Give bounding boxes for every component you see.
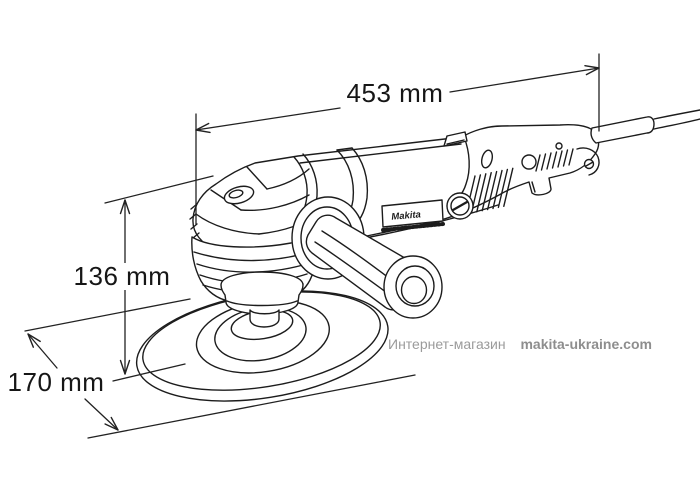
ventilation-slots (465, 167, 514, 215)
hang-hook (480, 149, 494, 169)
brand-label-text: Makita (391, 209, 421, 223)
power-cord (590, 109, 700, 144)
dimension-label-pad-diameter: 170 mm (3, 369, 109, 396)
dimension-label-height: 136 mm (68, 263, 176, 290)
extension-line-diameter-bottom (87, 374, 416, 439)
spindle-lock-knob (223, 185, 255, 205)
dimension-lines (24, 53, 600, 439)
brand-label-plate: Makita (381, 199, 445, 232)
lock-button (521, 154, 537, 170)
watermark-store-text: Интернет-магазин (388, 336, 506, 352)
grip-serrations (535, 148, 574, 172)
side-handle (291, 147, 443, 319)
watermark: Интернет-магазин makita-ukraine.com (388, 336, 652, 352)
spindle-flange (220, 271, 304, 328)
extension-line-height-top (104, 175, 214, 204)
extension-line-diameter-top (24, 298, 191, 332)
dimension-line-diameter-lower (84, 398, 119, 431)
dimension-line-length-left (195, 107, 341, 134)
dimension-line-length-right (449, 65, 600, 93)
dimension-line-diameter-upper (27, 333, 58, 369)
rear-handle (443, 131, 600, 220)
dimension-label-overall-length: 453 mm (341, 80, 449, 107)
extension-line-height-bottom (112, 363, 186, 382)
watermark-site-link[interactable]: makita-ukraine.com (520, 336, 652, 352)
